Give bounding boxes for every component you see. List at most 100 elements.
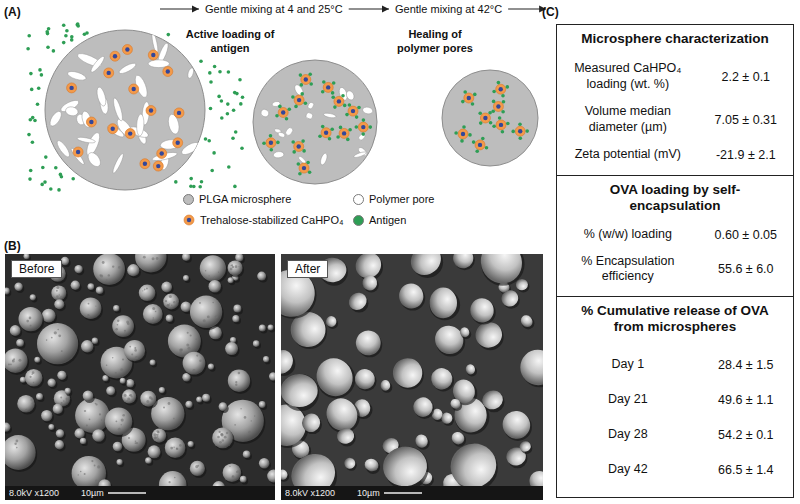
microsphere-particle <box>113 305 119 311</box>
particle-core <box>478 143 482 147</box>
microsphere-particle <box>351 365 379 393</box>
antigen <box>64 34 68 38</box>
surface-pore <box>157 430 160 433</box>
scale-bar <box>107 489 147 497</box>
microsphere-particle <box>269 372 275 380</box>
surface-pore <box>169 295 172 298</box>
calcium-phosphate-particle <box>157 149 167 159</box>
surface-pore <box>100 274 103 277</box>
antigen <box>198 185 202 189</box>
particle-core <box>176 141 180 145</box>
calcium-phosphate-particle <box>266 138 276 148</box>
surface-pore <box>238 372 241 375</box>
table-row: Zeta potential (mV)-21.9 ± 2.1 <box>557 147 793 163</box>
antigen <box>479 121 483 125</box>
surface-pore <box>142 290 143 291</box>
microsphere-particle <box>516 279 528 290</box>
particle-core <box>297 144 301 148</box>
antigen <box>44 155 48 159</box>
antigen <box>355 125 359 129</box>
row-value: -21.9 ± 2.1 <box>699 148 793 162</box>
surface-pore <box>215 315 218 318</box>
surface-pore <box>29 317 32 320</box>
particle-core <box>187 218 191 222</box>
polymer-pore <box>323 112 336 118</box>
legend-item: Polymer pore <box>353 193 434 205</box>
surface-pore <box>205 270 206 271</box>
calcium-phosphate-particle <box>278 108 288 118</box>
microsphere-particle <box>212 428 233 449</box>
row-value: 0.60 ± 0.05 <box>699 228 793 242</box>
microsphere-particle <box>259 401 266 408</box>
surface-pore <box>32 371 35 374</box>
surface-pore <box>173 301 175 303</box>
microsphere-particle <box>143 304 163 324</box>
antigen <box>218 70 222 74</box>
surface-pore <box>124 394 127 397</box>
row-value: 55.6 ± 6.0 <box>699 262 793 276</box>
calcium-phosphate-particle <box>86 117 96 127</box>
surface-pore <box>12 360 13 361</box>
microsphere-particle <box>381 444 429 489</box>
microsphere-particle <box>159 387 165 393</box>
antigen <box>262 141 266 145</box>
surface-pore <box>131 354 133 356</box>
microsphere-particle <box>120 378 126 384</box>
antigen <box>322 80 326 84</box>
antigen <box>209 80 213 84</box>
surface-pore <box>59 294 60 295</box>
row-label: % Encapsulation efficiency <box>557 254 699 285</box>
surface-pore <box>168 402 171 405</box>
particle-core <box>107 71 111 75</box>
antigen <box>235 92 239 96</box>
microsphere-particle <box>150 360 156 366</box>
antigen <box>506 85 510 89</box>
microsphere-particle <box>183 352 206 375</box>
antigen <box>285 117 289 121</box>
surface-pore <box>115 372 117 374</box>
antigen <box>454 131 458 135</box>
calcium-phosphate-particle <box>153 161 163 171</box>
microsphere-particle <box>281 346 297 378</box>
antigen <box>62 41 66 45</box>
microsphere-particle <box>257 272 266 281</box>
surface-pore <box>134 349 137 352</box>
antigen <box>46 45 50 49</box>
legend-text: Antigen <box>369 214 406 226</box>
surface-pore <box>157 438 160 441</box>
surface-pore <box>173 418 175 420</box>
surface-pore <box>188 347 191 350</box>
antigen <box>241 96 245 100</box>
surface-pore <box>17 367 19 369</box>
particle-core <box>351 109 355 113</box>
scale-label: 10µm <box>81 488 104 498</box>
plga-microsphere <box>253 60 377 184</box>
microsphere-particle <box>113 442 123 452</box>
surface-pore <box>151 398 154 401</box>
antigen <box>29 169 33 173</box>
microsphere-particle <box>518 440 532 454</box>
microsphere-particle <box>74 265 82 273</box>
polymer-pore <box>95 86 107 107</box>
antigen <box>232 109 236 113</box>
legend-item: Trehalose-stabilized CaHPO₄ <box>183 214 343 226</box>
surface-pore <box>126 320 129 323</box>
particle-core <box>269 141 273 145</box>
calcium-phosphate-particle <box>125 129 135 139</box>
microsphere-particle <box>25 369 43 387</box>
legend-swatch <box>353 215 364 226</box>
microsphere-particle <box>449 429 467 446</box>
microsphere-particle <box>208 364 214 370</box>
calcium-phosphate-particle <box>339 128 349 138</box>
microsphere-particle <box>30 294 36 300</box>
surface-pore <box>88 315 90 317</box>
surface-pore <box>235 265 238 268</box>
antigen <box>345 113 349 117</box>
microsphere-particle <box>124 340 145 361</box>
scale-bar <box>383 489 423 497</box>
sem-tag: After <box>287 260 328 278</box>
surface-pore <box>118 428 121 431</box>
row-value: 2.2 ± 0.1 <box>699 70 793 84</box>
antigen <box>330 128 334 132</box>
particle-core <box>69 86 73 90</box>
